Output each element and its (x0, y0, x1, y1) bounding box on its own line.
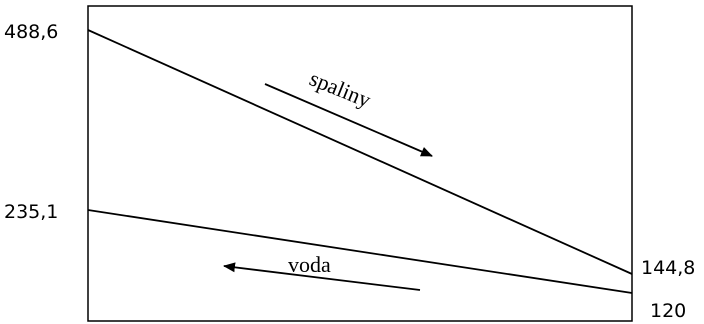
diagram-frame (87, 5, 633, 322)
flue-gas-line (87, 29, 633, 275)
left-middle-value: 235,1 (4, 201, 58, 223)
left-top-value: 488,6 (4, 21, 58, 43)
flue-gas-direction-arrow (264, 83, 433, 157)
right-top-value: 144,8 (641, 257, 695, 279)
water-label: voda (288, 252, 331, 277)
water-line (87, 209, 633, 294)
right-bottom-value: 120 (650, 300, 686, 322)
water-direction-arrow (223, 262, 421, 291)
